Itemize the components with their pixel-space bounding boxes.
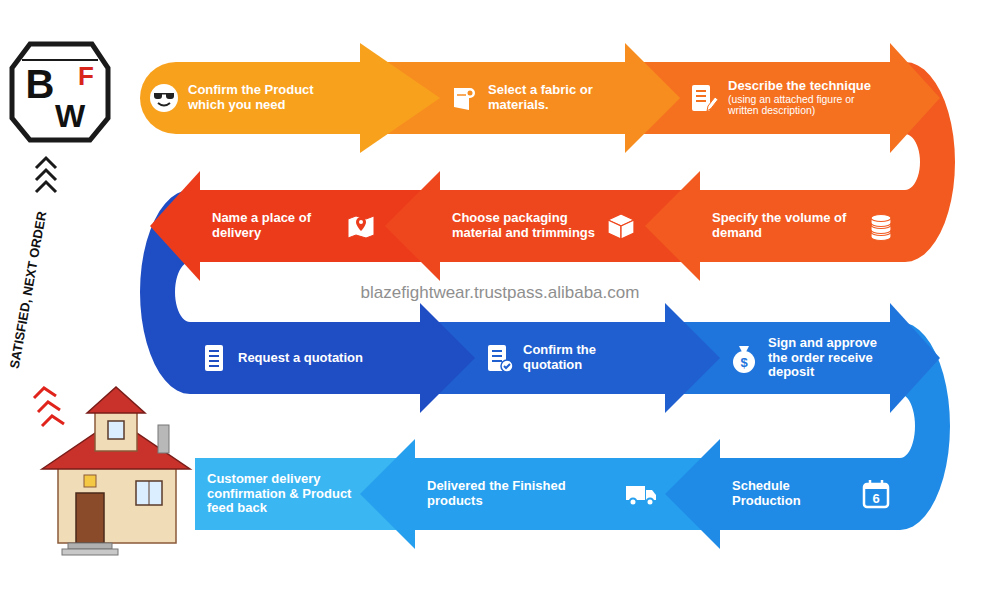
step-text: Specify the volume of demand (712, 211, 859, 241)
step-label: Select a fabric or materials. (488, 83, 617, 113)
arrow-head (890, 303, 940, 413)
step-label: Confirm the Product which you need (188, 83, 352, 113)
flow-connector (360, 439, 415, 549)
step-label: Name a place of delivery (212, 211, 339, 241)
step-text: Name a place of delivery (212, 211, 339, 241)
arrow-head (890, 43, 940, 153)
icon-shape (608, 214, 634, 239)
process-arrow: Request a quotation (190, 322, 420, 394)
step-label: Specify the volume of demand (712, 211, 859, 241)
arrow-head (665, 303, 720, 413)
step-icon (625, 478, 657, 510)
flow-connector (360, 43, 440, 153)
step-label: Sign and approve the order receive depos… (768, 336, 882, 381)
icon-shape (488, 345, 513, 372)
arrow-head (385, 171, 440, 281)
process-arrow: Specify the volume of demand (700, 190, 905, 262)
chevron-marks (34, 388, 64, 426)
chevron-marks (36, 158, 56, 192)
flow-connector (665, 439, 720, 549)
process-arrow: Describe the technique(using an attached… (680, 62, 890, 134)
step-label: Schedule Production (732, 479, 854, 509)
logo-letter: B (26, 64, 55, 104)
process-arrow: Confirm the quotation (475, 322, 665, 394)
icon-shape (205, 345, 223, 371)
flow-connector (665, 303, 720, 413)
icon-shape (871, 215, 891, 241)
step-text: Sign and approve the order receive depos… (768, 336, 882, 381)
step-icon (483, 342, 515, 374)
step-icon (345, 210, 377, 242)
icon-shape (692, 85, 718, 111)
arrow-head (420, 303, 475, 413)
flow-connector (625, 43, 680, 153)
process-arrow: Name a place of delivery (200, 190, 385, 262)
icon-number: 6 (872, 492, 879, 505)
step-label: Choose packaging material and trimmings (452, 211, 599, 241)
step-text: Select a fabric or materials. (488, 83, 617, 113)
icon-symbol: $ (740, 356, 747, 369)
step-icon (865, 210, 897, 242)
arrow-head (360, 439, 415, 549)
arrow-head (625, 43, 680, 153)
step-text: Schedule Production (732, 479, 854, 509)
process-arrow: Select a fabric or materials. (440, 62, 625, 134)
icon-shape (454, 88, 475, 110)
logo-frame (12, 44, 108, 140)
process-arrow: Confirm the Product which you need (140, 62, 360, 134)
step-label: Delivered the Finished products (427, 479, 619, 509)
step-icon (605, 210, 637, 242)
arrow-head (150, 171, 200, 281)
step-icon (148, 82, 180, 114)
flow-connector (645, 171, 700, 281)
process-arrow: Delivered the Finished products (415, 458, 665, 530)
step-text: Describe the technique(using an attached… (728, 79, 882, 117)
watermark: blazefightwear.trustpass.alibaba.com (361, 284, 640, 301)
step-icon (688, 82, 720, 114)
step-text: Request a quotation (238, 351, 412, 366)
logo-letter: W (55, 100, 85, 132)
brand-logo (12, 44, 108, 140)
process-arrow: Customer delivery confirmation & Product… (195, 458, 360, 530)
step-text: Confirm the quotation (523, 343, 657, 373)
flow-connector (385, 171, 440, 281)
step-label: Describe the technique (728, 79, 882, 94)
step-label: Customer delivery confirmation & Product… (207, 472, 352, 517)
step-icon (198, 342, 230, 374)
step-label: Confirm the quotation (523, 343, 657, 373)
icon-shape (150, 84, 178, 112)
arrow-head (645, 171, 700, 281)
step-icon (448, 82, 480, 114)
step-label: Request a quotation (238, 351, 412, 366)
step-note: (using an attached figure or written des… (728, 94, 882, 117)
step-text: Customer delivery confirmation & Product… (207, 472, 352, 517)
slogan-text: SATISFIED, NEXT ORDER (8, 210, 48, 369)
icon-shape (864, 480, 888, 507)
step-text: Choose packaging material and trimmings (452, 211, 599, 241)
icon-shape (626, 486, 656, 506)
arrow-head (665, 439, 720, 549)
flow-connector (420, 303, 475, 413)
house-illustration (42, 387, 190, 555)
icon-shape (733, 346, 755, 373)
logo-letter: F (78, 63, 94, 89)
icon-shape (348, 216, 374, 238)
arrow-head (360, 43, 440, 153)
process-arrow: Choose packaging material and trimmings (440, 190, 645, 262)
step-text: Delivered the Finished products (427, 479, 619, 509)
step-text: Confirm the Product which you need (188, 83, 352, 113)
logo-line (22, 59, 98, 61)
